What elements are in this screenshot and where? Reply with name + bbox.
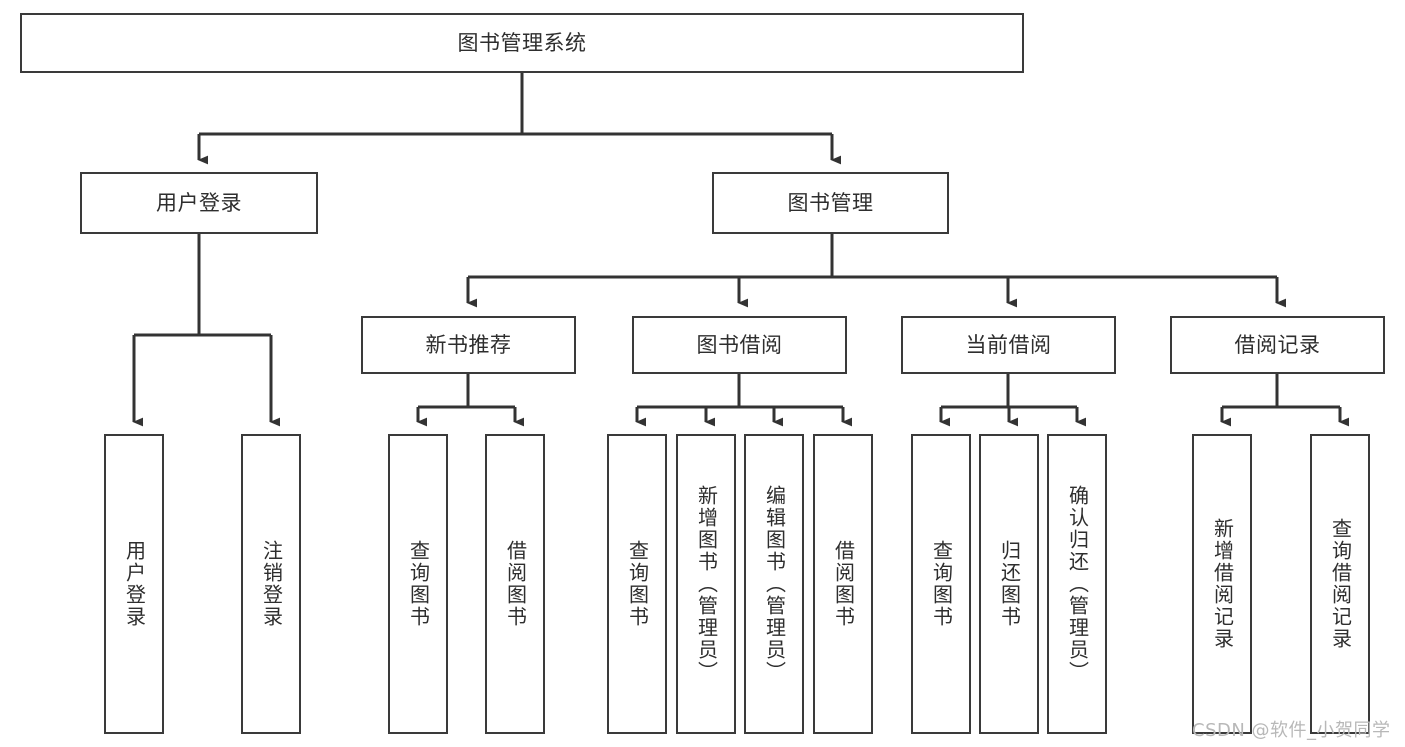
node-label: 当前借阅 [965, 332, 1052, 357]
node-label: 新增图书（管理员） [694, 485, 719, 683]
node-label: 查询借阅记录 [1328, 518, 1353, 650]
node-user-login[interactable]: 用户登录 [80, 172, 318, 234]
node-label: 用户登录 [156, 190, 242, 215]
node-label: 借阅图书 [503, 540, 528, 628]
leaf-node-return-book[interactable]: 归还图书 [979, 434, 1039, 734]
node-label: 新书推荐 [425, 332, 512, 357]
watermark-text: CSDN @软件_小贺同学 [1192, 720, 1391, 741]
node-new-book-recommend[interactable]: 新书推荐 [361, 316, 576, 374]
node-label: 查询图书 [929, 540, 954, 628]
leaf-node-add-borrow-record[interactable]: 新增借阅记录 [1192, 434, 1252, 734]
leaf-node-query-book-new[interactable]: 查询图书 [388, 434, 448, 734]
node-label: 编辑图书（管理员） [762, 485, 787, 683]
node-book-borrow[interactable]: 图书借阅 [632, 316, 847, 374]
node-label: 注销登录 [259, 540, 284, 628]
leaf-node-borrow-book[interactable]: 借阅图书 [813, 434, 873, 734]
leaf-node-logout-login[interactable]: 注销登录 [241, 434, 301, 734]
leaf-node-confirm-return-admin[interactable]: 确认归还（管理员） [1047, 434, 1107, 734]
node-label: 新增借阅记录 [1210, 518, 1235, 650]
node-label: 查询图书 [406, 540, 431, 628]
leaf-node-edit-book-admin[interactable]: 编辑图书（管理员） [744, 434, 804, 734]
node-book-management[interactable]: 图书管理 [712, 172, 949, 234]
leaf-node-borrow-book-new[interactable]: 借阅图书 [485, 434, 545, 734]
node-label: 借阅图书 [831, 540, 856, 628]
leaf-node-query-book-current[interactable]: 查询图书 [911, 434, 971, 734]
node-label: 借阅记录 [1234, 332, 1321, 357]
node-label: 图书管理 [787, 190, 874, 215]
node-label: 归还图书 [997, 540, 1022, 628]
node-label: 用户登录 [122, 540, 147, 628]
leaf-node-add-book-admin[interactable]: 新增图书（管理员） [676, 434, 736, 734]
node-borrow-record[interactable]: 借阅记录 [1170, 316, 1385, 374]
node-label: 图书管理系统 [457, 30, 587, 55]
leaf-node-query-book-borrow[interactable]: 查询图书 [607, 434, 667, 734]
node-label: 确认归还（管理员） [1065, 485, 1090, 683]
node-label: 查询图书 [625, 540, 650, 628]
node-current-borrow[interactable]: 当前借阅 [901, 316, 1116, 374]
leaf-node-user-login[interactable]: 用户登录 [104, 434, 164, 734]
node-label: 图书借阅 [696, 332, 783, 357]
leaf-node-query-borrow-record[interactable]: 查询借阅记录 [1310, 434, 1370, 734]
node-root-book-management-system[interactable]: 图书管理系统 [20, 13, 1024, 73]
